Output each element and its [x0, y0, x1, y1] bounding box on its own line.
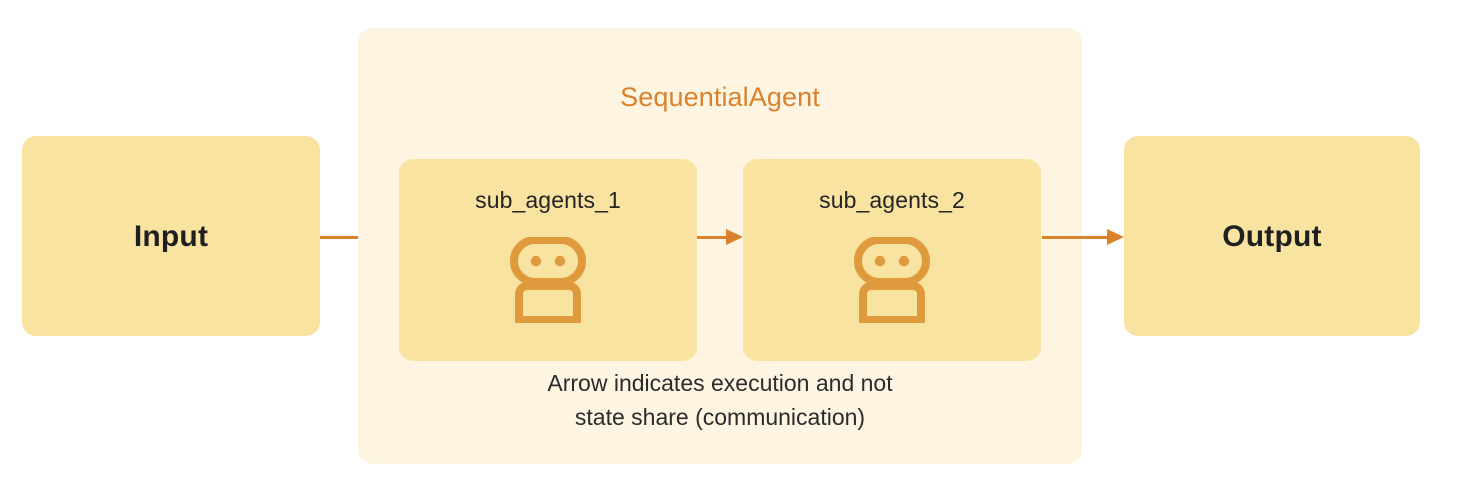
- input-node-label: Input: [133, 220, 209, 253]
- arrow-head-icon: [726, 229, 743, 245]
- arrow-shaft: [1042, 236, 1107, 239]
- sequential-agent-title: SequentialAgent: [620, 82, 820, 112]
- caption-line-1: Arrow indicates execution and not: [547, 370, 893, 396]
- robot-icon: [852, 236, 932, 324]
- sub-agent-2-label: sub_agents_2: [819, 187, 965, 213]
- output-node-label: Output: [1222, 220, 1322, 253]
- sub-agent-1-node: sub_agents_1: [399, 159, 697, 361]
- arrow-sub2-to-output: [1042, 226, 1124, 248]
- sub-agent-2-node: sub_agents_2: [743, 159, 1041, 361]
- arrow-head-icon: [1107, 229, 1124, 245]
- input-node: Input: [22, 136, 320, 336]
- sequential-agent-container: SequentialAgent sub_agents_1 sub_agents_…: [358, 28, 1082, 464]
- diagram-caption: Arrow indicates execution and not state …: [358, 366, 1082, 434]
- arrow-sub1-to-sub2: [697, 226, 743, 248]
- arrow-shaft: [320, 236, 382, 239]
- robot-icon: [508, 236, 588, 324]
- caption-line-2: state share (communication): [574, 404, 866, 430]
- sub-agent-1-label: sub_agents_1: [475, 187, 621, 213]
- arrow-shaft: [697, 236, 726, 239]
- output-node: Output: [1124, 136, 1420, 336]
